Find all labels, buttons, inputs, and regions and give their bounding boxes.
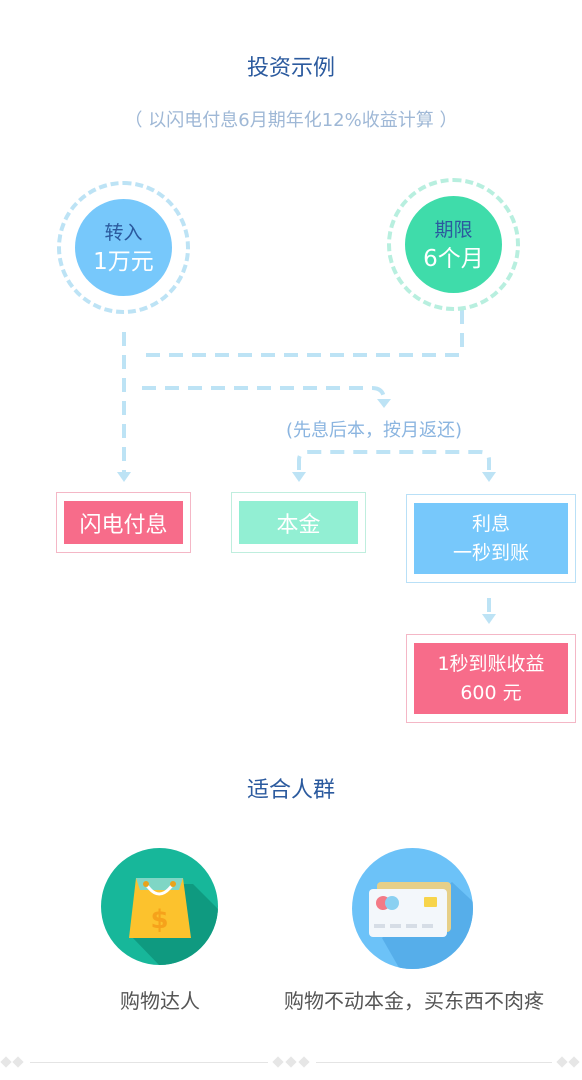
interest-label: 利息 一秒到账 [414, 503, 568, 574]
svg-text:$: $ [150, 905, 168, 935]
deposit-circle: 转入 1万元 [75, 199, 172, 296]
audience-item-shopper-label: 购物达人 [120, 989, 200, 1013]
audience-title: 适合人群 [246, 778, 335, 803]
deposit-amount: 1万元 [93, 248, 154, 275]
earnings-box: 1秒到账收益 600 元 [406, 634, 576, 723]
shopping-bag-icon: $ [101, 848, 218, 965]
divider-diamond [0, 1056, 12, 1068]
principal-label: 本金 [239, 501, 358, 544]
credit-card-icon [352, 848, 473, 969]
term-circle-ring [387, 178, 520, 311]
divider-line-right [316, 1062, 552, 1063]
divider-diamond [568, 1056, 580, 1068]
term-label: 期限 [434, 218, 473, 241]
term-amount: 6个月 [423, 245, 484, 272]
divider-diamond [12, 1056, 24, 1068]
repayment-note: (先息后本，按月返还) [286, 420, 463, 441]
earnings-label: 1秒到账收益 600 元 [414, 643, 568, 714]
divider-diamond [285, 1056, 297, 1068]
flash-interest-text: 闪电付息 [79, 512, 168, 538]
flow-connectors [117, 310, 496, 624]
flash-interest-label: 闪电付息 [64, 501, 183, 544]
page-title: 投资示例 [246, 56, 335, 81]
flash-interest-box: 闪电付息 [56, 492, 191, 553]
interest-box: 利息 一秒到账 [406, 494, 576, 583]
earnings-line1: 1秒到账收益 [437, 652, 545, 675]
audience-item-card-label: 购物不动本金，买东西不肉疼 [284, 989, 544, 1013]
divider-diamond [556, 1056, 568, 1068]
principal-text: 本金 [276, 512, 321, 538]
deposit-label: 转入 [104, 221, 143, 244]
deposit-circle-ring [57, 181, 190, 314]
interest-line1: 利息 [471, 512, 510, 535]
divider-diamond [272, 1056, 284, 1068]
term-circle: 期限 6个月 [405, 196, 502, 293]
divider-diamond [298, 1056, 310, 1068]
page-subtitle: （ 以闪电付息6月期年化12%收益计算 ） [124, 110, 458, 131]
earnings-line2: 600 元 [460, 681, 522, 704]
principal-box: 本金 [231, 492, 366, 553]
interest-line2: 一秒到账 [452, 541, 529, 564]
divider-line-left [30, 1062, 268, 1063]
